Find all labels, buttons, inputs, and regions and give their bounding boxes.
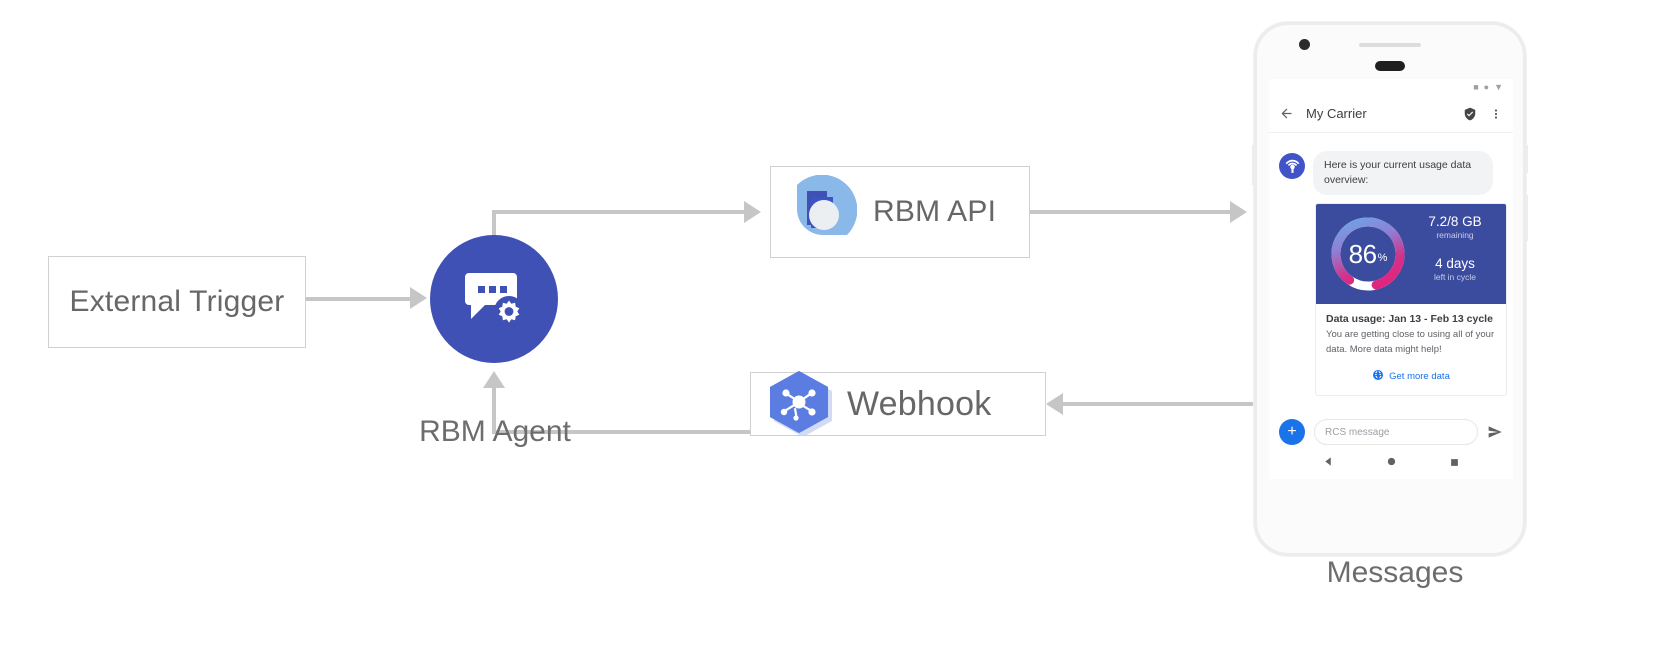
- nav-recents-icon[interactable]: [1450, 454, 1459, 472]
- carrier-signal-icon: [1279, 153, 1305, 179]
- rcs-message-input[interactable]: RCS message: [1314, 419, 1478, 445]
- globe-icon: [1372, 368, 1384, 386]
- stat-days-primary: 4 days: [1435, 256, 1475, 272]
- chat-gear-icon: [463, 267, 525, 332]
- card-stats: 7.2/8 GB remaining 4 days left in cycle: [1414, 214, 1496, 282]
- send-icon[interactable]: [1487, 424, 1503, 440]
- signal-square-icon: ■: [1473, 81, 1479, 92]
- conversation-thread: Here is your current usage data overview…: [1269, 133, 1513, 396]
- connector-trigger-to-agent: [306, 297, 410, 301]
- stat-data-secondary: remaining: [1436, 230, 1474, 241]
- overflow-menu-icon[interactable]: [1489, 107, 1503, 121]
- rbm-droplet-icon: [787, 174, 858, 250]
- connector-webhook-to-agent-horizontal: [492, 430, 750, 434]
- card-media: 86 % 7.2/8 GB remaining 4 days lef: [1316, 204, 1506, 305]
- node-webhook[interactable]: Webhook: [750, 370, 1046, 437]
- arrow-phone-to-webhook: [1046, 393, 1063, 415]
- plus-icon[interactable]: +: [1279, 419, 1305, 445]
- card-action-get-more-data[interactable]: Get more data: [1316, 361, 1506, 395]
- gauge-unit: %: [1377, 252, 1388, 265]
- node-external-trigger[interactable]: External Trigger: [48, 256, 306, 348]
- phone-front-camera: [1299, 39, 1310, 50]
- nav-back-icon[interactable]: [1323, 454, 1334, 472]
- webhook-label: Webhook: [847, 384, 992, 423]
- arrow-trigger-to-agent: [410, 287, 427, 309]
- arrow-webhook-to-agent: [483, 371, 505, 388]
- card-title: Data usage: Jan 13 - Feb 13 cycle: [1326, 313, 1493, 326]
- connector-webhook-to-agent-vertical: [492, 388, 496, 432]
- node-rbm-api[interactable]: RBM API: [770, 166, 1030, 258]
- phone-mockup: ■ ● ▼ My Carrier: [1252, 22, 1528, 556]
- connector-api-to-phone: [1030, 210, 1230, 214]
- battery-triangle-icon: ▼: [1494, 81, 1503, 92]
- phone-speaker-grill: [1359, 43, 1421, 47]
- wifi-circle-icon: ●: [1483, 81, 1490, 92]
- phone-volume-up-button: [1524, 145, 1528, 173]
- phone-earpiece: [1375, 61, 1405, 71]
- stat-block-data: 7.2/8 GB remaining: [1414, 214, 1496, 240]
- rbm-agent-label: RBM Agent: [419, 415, 571, 448]
- incoming-message-row: Here is your current usage data overview…: [1279, 151, 1503, 196]
- rbm-api-label: RBM API: [873, 195, 997, 228]
- arrow-api-to-phone: [1230, 201, 1247, 223]
- verified-shield-icon[interactable]: [1463, 107, 1477, 121]
- external-trigger-label: External Trigger: [69, 285, 285, 318]
- connector-agent-to-api-horizontal: [492, 210, 744, 214]
- stat-block-days: 4 days left in cycle: [1414, 256, 1496, 282]
- card-action-label: Get more data: [1389, 371, 1450, 383]
- message-composer: + RCS message: [1269, 419, 1513, 445]
- rich-card[interactable]: 86 % 7.2/8 GB remaining 4 days lef: [1315, 203, 1507, 396]
- node-rbm-agent[interactable]: [430, 235, 558, 363]
- back-arrow-icon[interactable]: [1279, 106, 1294, 121]
- android-nav-bar: [1269, 447, 1513, 479]
- gauge-value: 86: [1348, 238, 1377, 269]
- connector-agent-to-api-vertical: [492, 212, 496, 256]
- conversation-title: My Carrier: [1306, 106, 1367, 121]
- data-usage-gauge: 86 %: [1326, 212, 1410, 296]
- app-bar: My Carrier: [1269, 95, 1513, 133]
- stat-data-primary: 7.2/8 GB: [1428, 214, 1482, 230]
- status-bar: ■ ● ▼: [1269, 79, 1513, 95]
- gauge-center-text: 86 %: [1326, 212, 1410, 296]
- card-description: You are getting close to using all of yo…: [1326, 329, 1495, 355]
- composer-placeholder: RCS message: [1325, 426, 1390, 438]
- rbm-agent-circle: [430, 235, 558, 363]
- nav-home-icon[interactable]: [1386, 454, 1397, 472]
- phone-screen: ■ ● ▼ My Carrier: [1269, 79, 1513, 479]
- card-body: Data usage: Jan 13 - Feb 13 cycle You ar…: [1316, 304, 1506, 361]
- stat-days-secondary: left in cycle: [1433, 272, 1477, 283]
- phone-side-button: [1252, 145, 1256, 185]
- connector-phone-to-webhook: [1063, 402, 1253, 406]
- arrow-agent-to-api: [744, 201, 761, 223]
- incoming-message-bubble: Here is your current usage data overview…: [1313, 151, 1493, 196]
- phone-volume-down-button: [1524, 195, 1528, 241]
- webhook-hexagon-icon: [765, 369, 833, 440]
- messages-label: Messages: [1326, 556, 1464, 589]
